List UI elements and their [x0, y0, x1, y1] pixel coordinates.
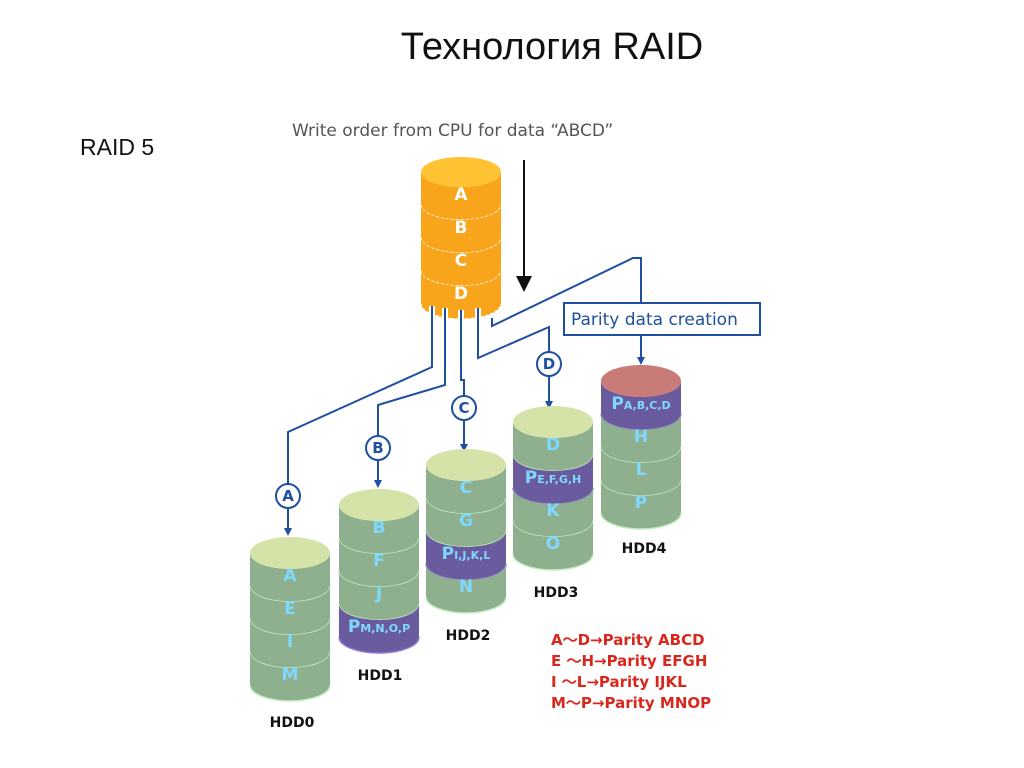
disk-label: HDD2	[446, 628, 491, 644]
legend-line: I ～L→Parity IJKL	[551, 673, 687, 691]
data-block-label: I	[287, 632, 293, 652]
data-block-label: O	[546, 534, 560, 554]
disk-array: AEIMHDD0BFJPM,N,O,PHDD1CGPI,J,K,LNHDD2DP…	[249, 365, 682, 731]
parity-legend: A～D→Parity ABCD E ～H→Parity EFGH I ～L→Pari…	[551, 631, 711, 712]
disk-hdd3: D PE,F,G,H KO HDD3	[512, 406, 594, 601]
connector-line	[284, 306, 433, 536]
write-marker-d: D	[536, 351, 562, 377]
parity-block: PI,J,K,L	[425, 531, 507, 581]
write-marker-c: C	[451, 395, 477, 421]
connector-line	[491, 257, 645, 365]
source-data-stack: ABCD	[420, 157, 502, 320]
slide-title: Технология RAID	[400, 26, 704, 68]
legend-line: M～P→Parity MNOP	[551, 694, 711, 712]
disk-top	[339, 489, 419, 521]
source-block-c: C	[420, 238, 502, 287]
data-block-label: E	[284, 599, 296, 619]
disk-label: HDD3	[534, 585, 579, 601]
write-marker-label: C	[458, 399, 469, 417]
data-block: P	[600, 480, 682, 530]
data-block: O	[512, 521, 594, 571]
data-block-label: J	[375, 584, 382, 604]
parity-block: PA,B,C,D	[600, 381, 682, 431]
write-marker-label: D	[543, 355, 555, 373]
parity-block-label: PA,B,C,D	[611, 394, 670, 414]
write-connectors: A B C D	[275, 255, 645, 536]
data-block-label: A	[283, 566, 297, 586]
disk-hdd1: BFJ PM,N,O,P HDD1	[338, 489, 420, 684]
raid-level-label: RAID 5	[80, 134, 155, 160]
legend-line: A～D→Parity ABCD	[551, 631, 705, 649]
data-block-label: H	[634, 427, 648, 447]
data-block-label: P	[635, 493, 647, 513]
disk-top	[426, 449, 506, 481]
write-marker-label: B	[372, 439, 383, 457]
source-block-label: A	[454, 185, 468, 205]
disk-label: HDD0	[270, 715, 315, 731]
parity-block: PM,N,O,P	[338, 604, 420, 654]
parity-creation-box	[563, 302, 761, 336]
write-direction-arrow-head	[516, 276, 532, 292]
source-block-label: D	[454, 284, 468, 304]
write-order-label: Write order from CPU for data “ABCD”	[292, 121, 613, 141]
data-block: M	[249, 652, 331, 702]
source-block-b: B	[420, 205, 502, 254]
parity-block-label: PE,F,G,H	[525, 468, 582, 488]
source-block-label: B	[455, 218, 468, 238]
data-block-label: B	[373, 518, 386, 538]
parity-block-label: PI,J,K,L	[442, 544, 491, 564]
disk-label: HDD1	[358, 668, 403, 684]
source-block-label: C	[455, 251, 467, 271]
disk-hdd2: CG PI,J,K,L N HDD2	[425, 449, 507, 644]
data-block-label: C	[460, 478, 472, 498]
legend-line: E ～H→Parity EFGH	[551, 652, 707, 670]
data-block-label: F	[373, 551, 385, 571]
write-marker-b: B	[365, 435, 391, 461]
disk-label: HDD4	[622, 541, 667, 557]
parity-block-label: PM,N,O,P	[348, 617, 410, 637]
disk-top	[513, 406, 593, 438]
data-block-label: D	[546, 435, 560, 455]
data-block: G	[425, 498, 507, 548]
write-marker-a: A	[275, 483, 301, 509]
data-block-label: N	[459, 577, 473, 597]
source-stack-top	[421, 157, 501, 187]
disk-hdd4: PA,B,C,D HLP HDD4	[600, 365, 682, 557]
parity-block: PE,F,G,H	[512, 455, 594, 505]
write-marker-label: A	[282, 487, 294, 505]
disk-top	[250, 537, 330, 569]
data-block-label: G	[459, 511, 473, 531]
data-block-label: K	[546, 501, 560, 521]
disk-top	[601, 365, 681, 397]
data-block: D	[512, 422, 594, 472]
connector-halo	[475, 308, 552, 405]
parity-creation-label: Parity data creation	[571, 310, 738, 330]
data-block-label: M	[282, 665, 299, 685]
data-block-label: L	[636, 460, 647, 480]
data-block: N	[425, 564, 507, 614]
